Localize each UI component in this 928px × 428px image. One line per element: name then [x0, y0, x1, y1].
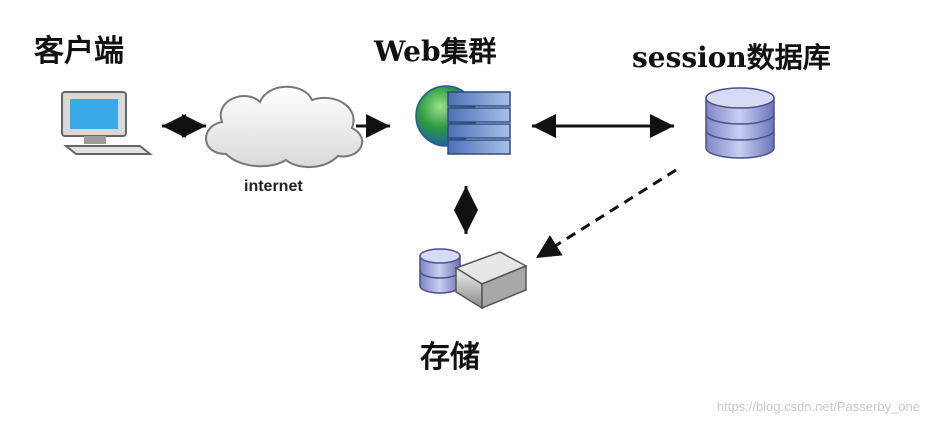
internet-label: internet: [244, 178, 303, 195]
client-label: 客户端: [34, 34, 124, 69]
computer-icon: [61, 91, 153, 155]
storage-icon: [419, 248, 528, 310]
database-icon: [705, 87, 775, 159]
storage-label: 存储: [420, 340, 480, 375]
session-db-label: session数据库: [632, 41, 831, 74]
arrow-session-storage-dashed: [535, 168, 677, 260]
cloud-icon: [205, 85, 364, 168]
web-cluster-label: Web集群: [374, 35, 497, 68]
watermark: https://blog.csdn.net/Passerby_one: [716, 399, 920, 414]
web-server-icon: [415, 85, 511, 155]
